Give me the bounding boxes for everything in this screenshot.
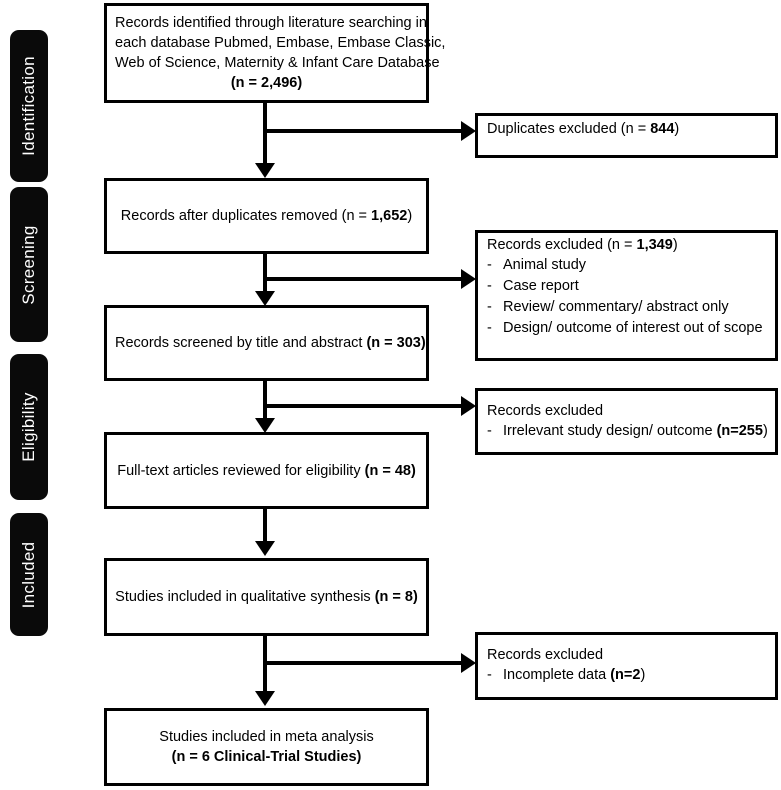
count-value: 1,349	[636, 237, 673, 253]
box-records-screened: Records screened by title and abstract (…	[104, 305, 429, 381]
connector-horizontal-duplicates	[263, 129, 468, 133]
stage-tab-label: Screening	[19, 224, 38, 305]
stage-tab-identification: Identification	[10, 30, 48, 182]
box-records-excluded-eligibility: Records excluded - Irrelevant study desi…	[475, 388, 778, 455]
count-suffix: )	[762, 422, 768, 439]
box-text-line: Full-text articles reviewed for eligibil…	[115, 461, 418, 481]
dash-bullet-icon: -	[487, 299, 492, 316]
exclusion-reason-item: - Review/ commentary/ abstract only	[487, 297, 769, 318]
box-studies-qualitative-synthesis: Studies included in qualitative synthesi…	[104, 558, 429, 636]
connector-horizontal-eligibility-excluded	[263, 404, 468, 408]
stage-tab-label: Identification	[19, 56, 38, 156]
box-records-identified: Records identified through literature se…	[104, 3, 446, 103]
box-text-line: each database Pubmed, Embase, Embase Cla…	[115, 35, 446, 51]
arrow-right-incomplete-excluded	[461, 653, 476, 673]
connector-horizontal-screening-excluded	[263, 277, 468, 281]
stage-tab-label: Included	[19, 541, 38, 608]
text-prefix: Studies included in qualitative synthesi…	[115, 589, 375, 605]
exclusion-reason-text: Irrelevant study design/ outcome	[503, 422, 717, 439]
exclusion-heading: Records excluded	[487, 647, 604, 664]
count-value: (n=2	[610, 667, 641, 684]
box-records-excluded-included: Records excluded - Incomplete data (n=2)	[475, 632, 778, 700]
exclusion-heading: Records excluded	[487, 402, 604, 419]
arrow-right-duplicates	[461, 121, 476, 141]
count-value: (n = 8)	[374, 589, 418, 605]
heading-suffix: )	[672, 237, 678, 253]
arrow-right-screening-excluded	[461, 269, 476, 289]
arrow-down-2	[255, 291, 275, 306]
arrow-down-5	[255, 691, 275, 706]
exclusion-reason-item: - Design/ outcome of interest out of sco…	[487, 318, 769, 339]
arrow-down-4	[255, 541, 275, 556]
box-records-after-duplicates-removed: Records after duplicates removed (n = 1,…	[104, 178, 429, 254]
count-suffix: )	[640, 667, 646, 684]
exclusion-reason-text: Animal study	[503, 257, 587, 273]
count-value: 1,652	[371, 208, 408, 224]
stage-tab-eligibility: Eligibility	[10, 354, 48, 500]
box-count-line: (n = 2,496)	[115, 73, 418, 93]
count-value: (n = 303)	[366, 335, 426, 351]
box-studies-meta-analysis: Studies included in meta analysis (n = 6…	[104, 708, 429, 786]
box-text-line: Records identified through literature se…	[115, 15, 427, 31]
arrow-down-1	[255, 163, 275, 178]
stage-tab-screening: Screening	[10, 187, 48, 342]
exclusion-heading: Records excluded (n = 1,349)	[487, 235, 769, 255]
exclusion-reason-text: Design/ outcome of interest out of scope	[503, 320, 763, 337]
heading-suffix: )	[674, 121, 680, 137]
box-full-text-articles-reviewed: Full-text articles reviewed for eligibil…	[104, 432, 429, 509]
box-duplicates-excluded: Duplicates excluded (n = 844)	[475, 113, 778, 158]
heading-prefix: Records excluded (n =	[487, 237, 637, 253]
connector-vertical-1	[263, 103, 267, 173]
arrow-right-eligibility-excluded	[461, 396, 476, 416]
exclusion-reason-item: - Case report	[487, 276, 769, 297]
count-value: (n = 48)	[364, 462, 416, 479]
box-text-line: Studies included in meta analysis	[159, 729, 374, 745]
stage-tab-label: Eligibility	[19, 392, 38, 462]
box-text-line: Records after duplicates removed (n = 1,…	[115, 206, 418, 226]
exclusion-reason-text: Review/ commentary/ abstract only	[503, 299, 729, 316]
box-count-line: (n = 6 Clinical-Trial Studies)	[115, 747, 418, 767]
count-value: 844	[650, 121, 675, 137]
exclusion-reason-text: Incomplete data	[503, 667, 611, 684]
box-records-excluded-screening: Records excluded (n = 1,349) - Animal st…	[475, 230, 778, 361]
heading-prefix: Duplicates excluded (n =	[487, 121, 651, 137]
text-suffix: )	[407, 208, 413, 224]
count-prefix: (n =	[230, 75, 262, 91]
exclusion-reason-item: - Irrelevant study design/ outcome (n=25…	[487, 421, 769, 442]
dash-bullet-icon: -	[487, 422, 492, 439]
count-value: 2,496	[261, 75, 298, 91]
exclusion-heading: Duplicates excluded (n = 844)	[487, 119, 769, 139]
exclusion-reason-text: Case report	[503, 278, 579, 295]
stage-tab-included: Included	[10, 513, 48, 636]
box-text-line: Records screened by title and abstract (…	[115, 333, 426, 353]
count-value: (n=255	[716, 422, 763, 439]
text-prefix: Records after duplicates removed (n =	[120, 208, 372, 224]
text-prefix: Records screened by title and abstract	[115, 335, 367, 351]
text-prefix: Full-text articles reviewed for eligibil…	[117, 462, 365, 479]
dash-bullet-icon: -	[487, 320, 492, 337]
count-suffix: )	[297, 75, 303, 91]
exclusion-reason-item: - Animal study	[487, 255, 769, 276]
dash-bullet-icon: -	[487, 667, 492, 684]
connector-horizontal-incomplete-excluded	[263, 661, 468, 665]
dash-bullet-icon: -	[487, 278, 492, 295]
dash-bullet-icon: -	[487, 257, 492, 273]
box-text-line: Studies included in qualitative synthesi…	[115, 587, 418, 607]
count-value: (n = 6 Clinical-Trial Studies)	[171, 749, 362, 765]
connector-vertical-4	[263, 508, 267, 543]
box-text-line: Web of Science, Maternity & Infant Care …	[115, 55, 440, 71]
arrow-down-3	[255, 418, 275, 433]
exclusion-reason-item: - Incomplete data (n=2)	[487, 665, 769, 686]
